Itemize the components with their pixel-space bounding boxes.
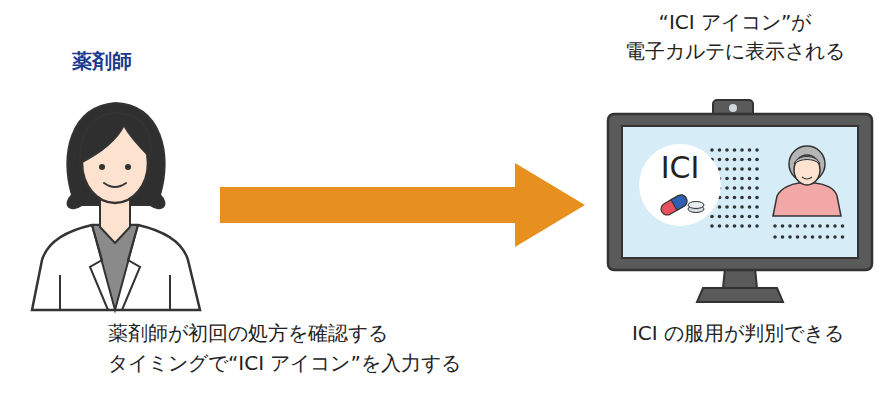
monitor-heading: “ICI アイコン”が 電子カルテに表示される xyxy=(585,8,885,66)
patient-avatar xyxy=(773,146,841,216)
pharmacist-illustration xyxy=(20,45,220,310)
icon-label: ICI xyxy=(638,151,722,184)
ici-icon: ICI xyxy=(638,143,722,227)
flow-arrow xyxy=(220,163,585,247)
pharmacist-figure: 薬剤師 xyxy=(20,45,220,310)
result-caption: ICI の服用が判別できる xyxy=(603,318,873,348)
role-heading: 薬剤師 xyxy=(72,47,192,76)
action-caption: 薬剤師が初回の処方を確認する タイミングで“ICI アイコン”を入力する xyxy=(108,318,548,378)
monitor: ICI “ICI アイコン”が 電子カルテに表示される xyxy=(585,8,885,308)
